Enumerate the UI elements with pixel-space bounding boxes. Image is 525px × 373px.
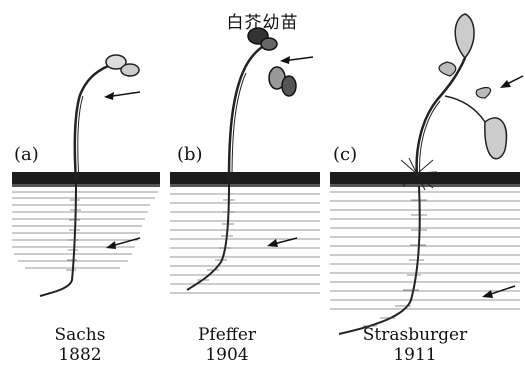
year: 1911	[345, 345, 485, 365]
seedling-illustration-c	[325, 0, 525, 373]
seedling-illustration-b	[165, 0, 340, 373]
seedling-illustration-a	[0, 0, 175, 373]
panel-label: (a)	[14, 144, 39, 165]
author-name: Pfeffer	[157, 325, 297, 345]
year: 1904	[157, 345, 297, 365]
year: 1882	[10, 345, 150, 365]
panel-caption: Pfeffer 1904	[157, 325, 297, 365]
panel-strasburger: (c) Strasburger 1911	[325, 0, 500, 373]
author-name: Sachs	[10, 325, 150, 345]
author-name: Strasburger	[345, 325, 485, 345]
panel-label: (c)	[333, 144, 357, 165]
panel-sachs: (a) Sachs 1882	[0, 0, 175, 373]
panel-caption: Sachs 1882	[10, 325, 150, 365]
panel-caption: Strasburger 1911	[345, 325, 485, 365]
panel-pfeffer: (b) Pfeffer 1904	[165, 0, 340, 373]
panel-label: (b)	[177, 144, 203, 165]
